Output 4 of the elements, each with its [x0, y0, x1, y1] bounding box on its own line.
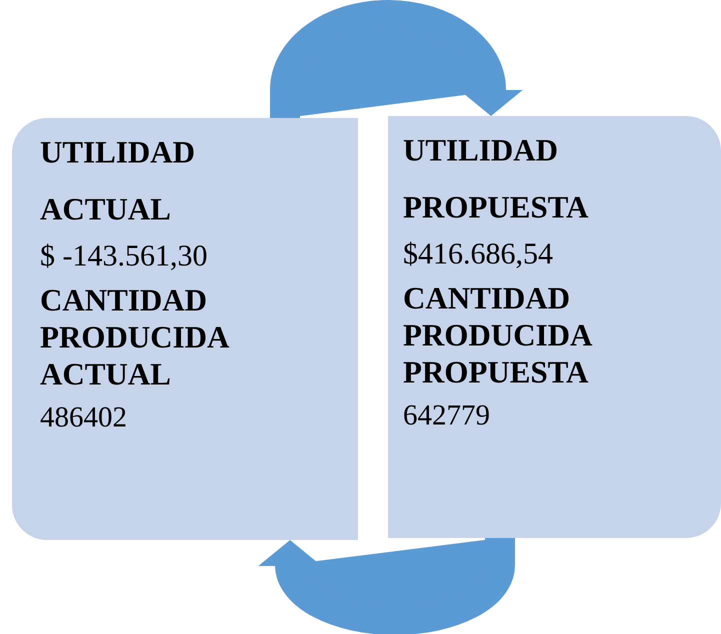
- text-panel: UTILIDAD ACTUAL $ -143.561,30 CANTIDAD PRODUCIDA ACTUAL 486402: [12, 118, 358, 540]
- text-panel: UTILIDAD PROPUESTA $416.686,54 CANTIDAD PRODUCIDA PROPUESTA 642779: [388, 116, 721, 538]
- curved-arrow: [258, 538, 515, 634]
- curved-arrow: [270, 0, 523, 118]
